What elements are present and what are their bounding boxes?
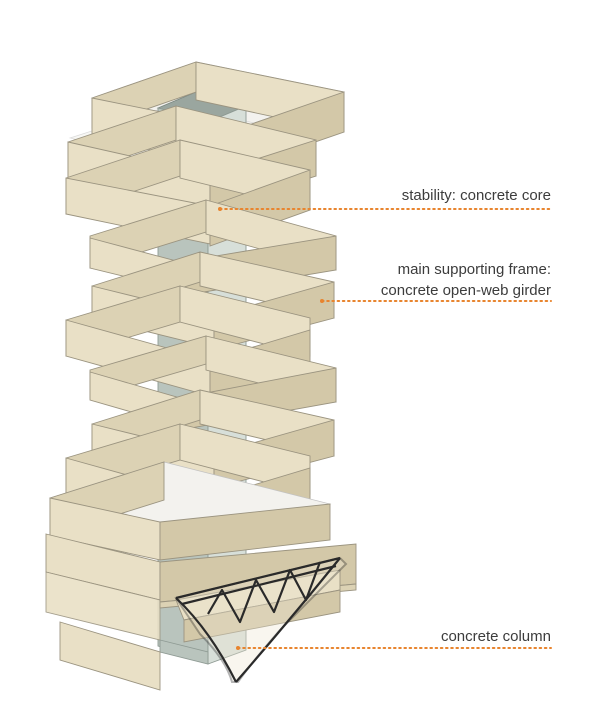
label-frame-line2: concrete open-web girder xyxy=(381,282,551,299)
open-web-girder xyxy=(174,556,348,683)
concrete-column xyxy=(59,621,209,691)
label-frame-line1: main supporting frame: xyxy=(398,261,551,278)
callout-core: stability: concrete core xyxy=(218,187,552,211)
label-column: concrete column xyxy=(441,628,551,645)
callout-frame: main supporting frame: concrete open-web… xyxy=(320,261,552,303)
floor-slab-10 xyxy=(48,461,332,561)
callout-column: concrete column xyxy=(236,628,552,650)
label-core: stability: concrete core xyxy=(402,187,551,204)
